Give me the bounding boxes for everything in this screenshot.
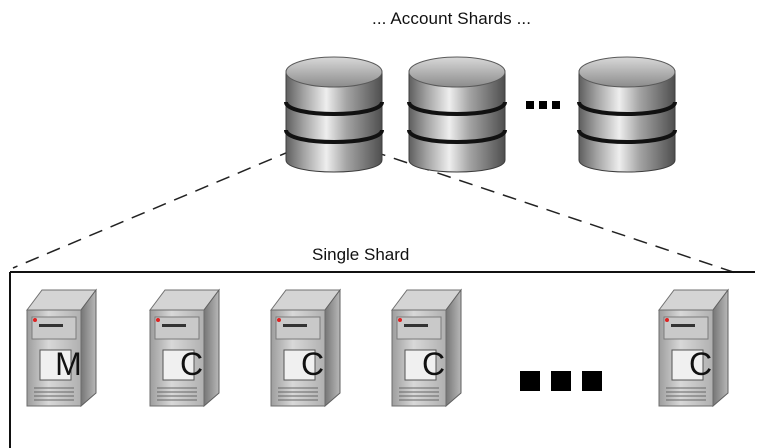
server-role-label: C <box>179 346 204 382</box>
server-c-2 <box>270 288 341 408</box>
database-shard-n <box>577 56 677 173</box>
ellipsis-square <box>551 371 571 391</box>
server-c-3-label-wrapper: C <box>392 290 461 406</box>
database-shard-2 <box>407 56 507 173</box>
account-shards-title: ... Account Shards ... <box>372 9 532 28</box>
database-cylinder-icon <box>407 56 507 173</box>
database-cylinder-icon <box>577 56 677 173</box>
server-c-1 <box>149 288 220 408</box>
ellipsis-dot <box>526 101 534 109</box>
server-role-label: C <box>688 346 713 382</box>
tower-server-icon <box>658 288 729 408</box>
server-ellipsis <box>520 371 602 391</box>
tower-server-icon <box>149 288 220 408</box>
server-c-n <box>658 288 729 408</box>
ellipsis-dot <box>552 101 560 109</box>
ellipsis-square <box>520 371 540 391</box>
server-role-label: C <box>300 346 325 382</box>
tower-server-icon <box>26 288 97 408</box>
single-shard-container <box>9 271 755 448</box>
server-m-label-wrapper: M <box>27 290 96 406</box>
database-ellipsis <box>526 101 560 109</box>
server-c-n-label-wrapper: C <box>659 290 728 406</box>
server-role-label: M <box>55 346 82 382</box>
server-role-label: C <box>421 346 446 382</box>
connector-right-dashed-line <box>371 150 737 274</box>
database-cylinder-icon <box>284 56 384 173</box>
server-c-3 <box>391 288 462 408</box>
connector-left-dashed-line <box>12 149 294 269</box>
single-shard-label: Single Shard <box>312 245 410 264</box>
server-c-1-label-wrapper: C <box>150 290 219 406</box>
server-c-2-label-wrapper: C <box>271 290 340 406</box>
tower-server-icon <box>270 288 341 408</box>
tower-server-icon <box>391 288 462 408</box>
ellipsis-dot <box>539 101 547 109</box>
database-shard-1 <box>284 56 384 173</box>
ellipsis-square <box>582 371 602 391</box>
server-m <box>26 288 97 408</box>
